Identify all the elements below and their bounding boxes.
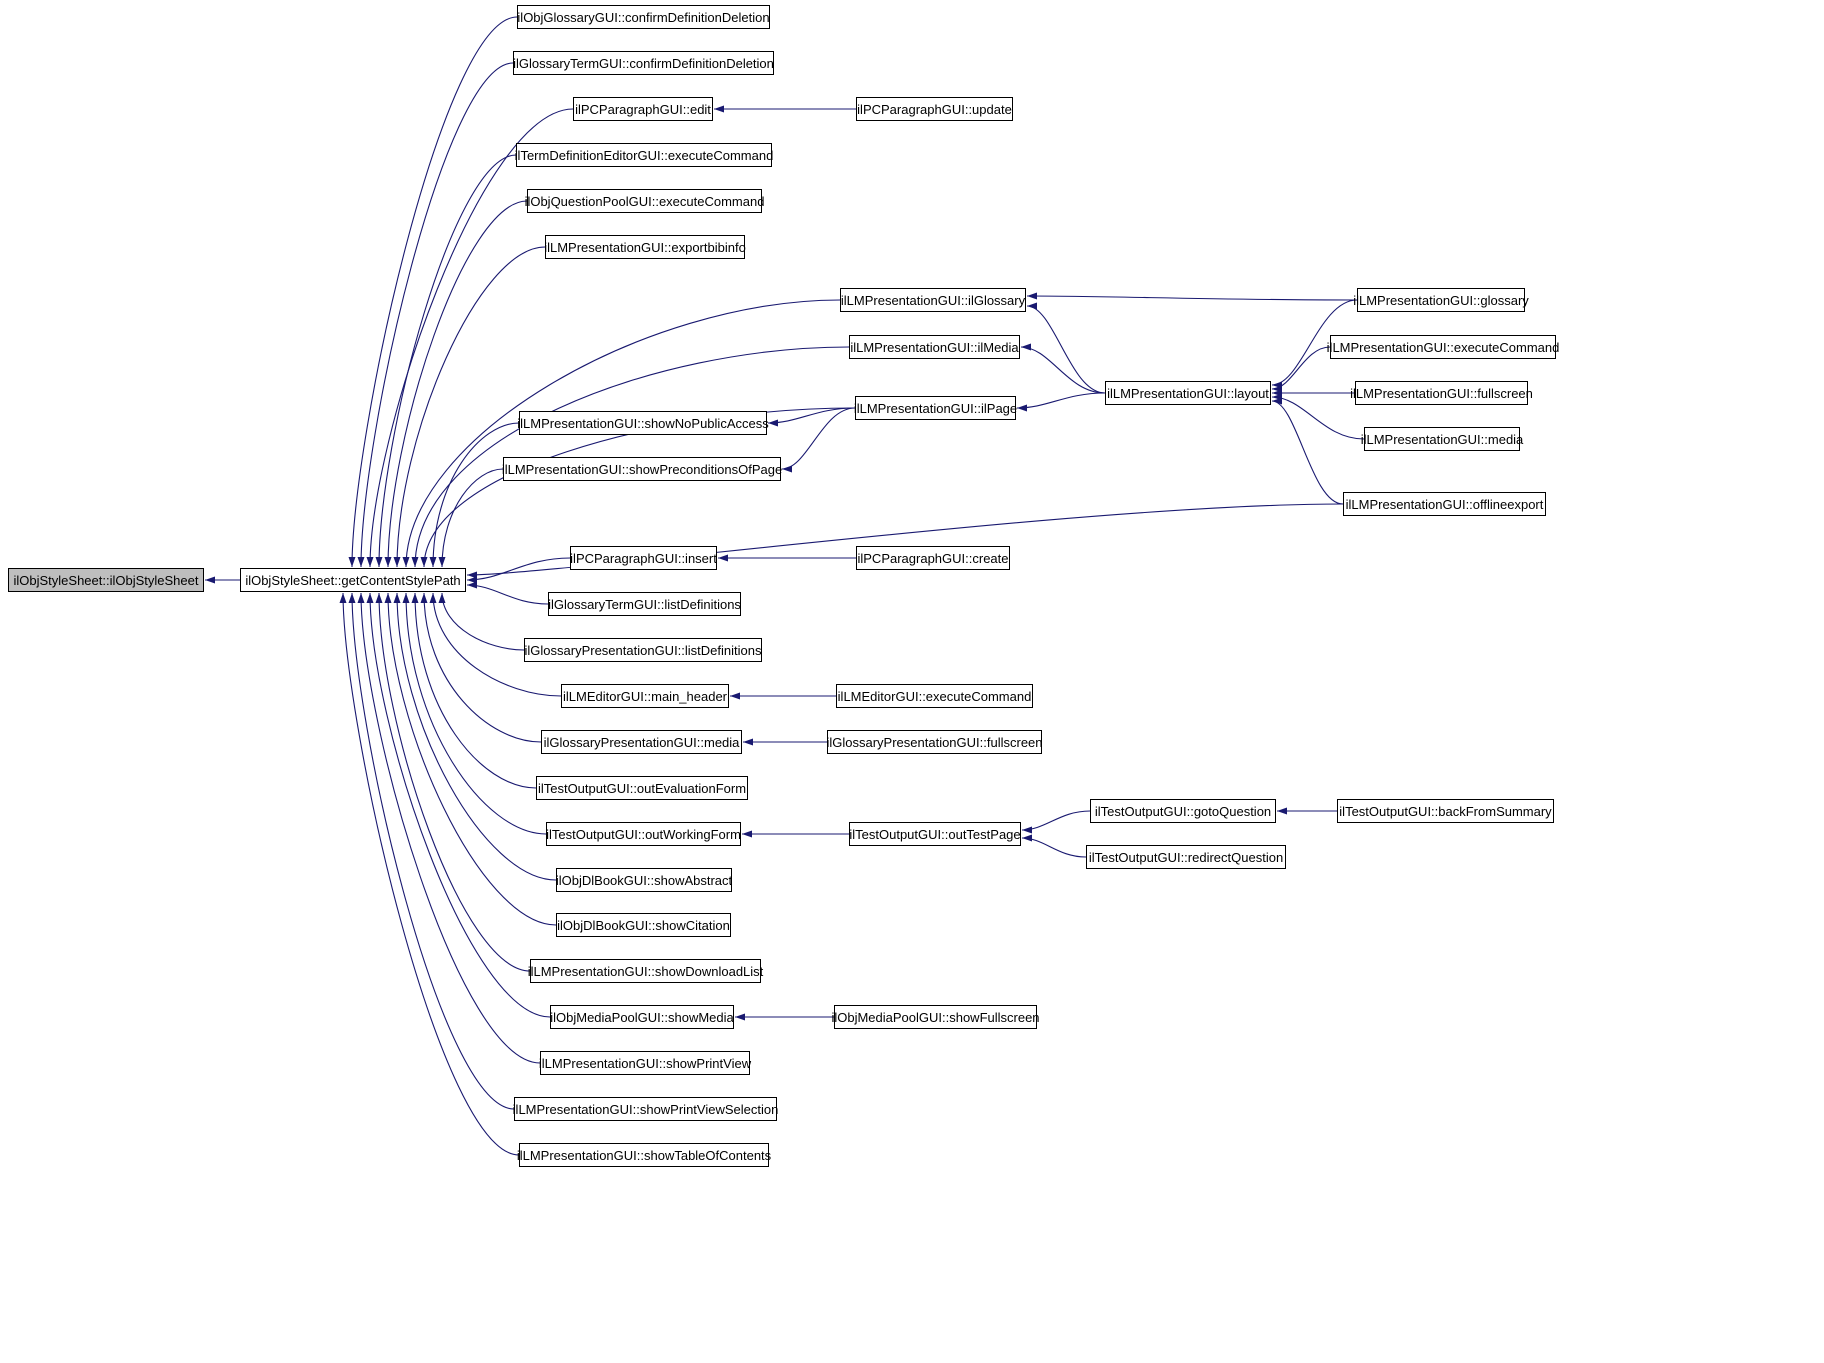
edge-mainHeader-to-getContentStylePath [429, 592, 562, 697]
node-objGlossConfirm[interactable]: ilObjGlossaryGUI::confirmDefinitionDelet… [517, 5, 770, 29]
node-glossPresMedia[interactable]: ilGlossaryPresentationGUI::media [541, 730, 742, 754]
edge-ilPage-to-showNoPublicAccess [767, 407, 856, 427]
node-ilMedia[interactable]: ilLMPresentationGUI::ilMedia [849, 335, 1020, 359]
node-glossTermListDef[interactable]: ilGlossaryTermGUI::listDefinitions [548, 592, 741, 616]
edge-showNoPublicAccess-to-getContentStylePath [429, 422, 520, 568]
node-pcInsert[interactable]: ilPCParagraphGUI::insert [570, 546, 717, 570]
node-glossTermConfirm[interactable]: ilGlossaryTermGUI::confirmDefinitionDele… [513, 51, 774, 75]
edge-qpoolExec-to-getContentStylePath [384, 200, 528, 568]
edge-termDefExec-to-getContentStylePath [375, 154, 517, 568]
node-outTestPage[interactable]: ilTestOutputGUI::outTestPage [849, 822, 1021, 846]
node-showFullscreen[interactable]: ilObjMediaPoolGUI::showFullscreen [831, 1005, 1040, 1029]
node-ilGlossary[interactable]: ilLMPresentationGUI::ilGlossary [840, 288, 1026, 312]
edge-ilPage-to-getContentStylePath [420, 407, 856, 568]
edge-glossPresMedia-to-getContentStylePath [420, 592, 542, 743]
edge-ilGlossary-to-getContentStylePath [402, 299, 841, 568]
node-showPreconditionsOfPage[interactable]: ilLMPresentationGUI::showPreconditionsOf… [502, 457, 782, 481]
edge-ilMedia-to-getContentStylePath [411, 346, 850, 568]
node-lmEditorExec[interactable]: ilLMEditorGUI::executeCommand [836, 684, 1033, 708]
edge-glossTermListDef-to-getContentStylePath [466, 581, 549, 605]
node-showTableOfContents[interactable]: ilLMPresentationGUI::showTableOfContents [517, 1143, 771, 1167]
node-showAbstract[interactable]: ilObjDlBookGUI::showAbstract [556, 868, 732, 892]
node-lmGlossary[interactable]: ilLMPresentationGUI::glossary [1353, 288, 1529, 312]
node-pcEdit[interactable]: ilPCParagraphGUI::edit [573, 97, 713, 121]
node-mainHeader[interactable]: ilLMEditorGUI::main_header [561, 684, 729, 708]
edge-glossTermConfirm-to-getContentStylePath [357, 62, 514, 568]
node-qpoolExec[interactable]: ilObjQuestionPoolGUI::executeCommand [525, 189, 764, 213]
edge-showPreconditionsOfPage-to-getContentStylePath [438, 468, 504, 568]
edge-outEvaluationForm-to-getContentStylePath [411, 592, 537, 789]
node-outWorkingForm[interactable]: ilTestOutputGUI::outWorkingForm [546, 822, 741, 846]
node-showMedia[interactable]: ilObjMediaPoolGUI::showMedia [550, 1005, 734, 1029]
node-gotoQuestion[interactable]: ilTestOutputGUI::gotoQuestion [1090, 799, 1276, 823]
edge-showPrintView-to-getContentStylePath [357, 592, 541, 1064]
edge-outWorkingForm-to-getContentStylePath [402, 592, 547, 835]
node-showCitation[interactable]: ilObjDlBookGUI::showCitation [556, 913, 731, 937]
node-redirectQuestion[interactable]: ilTestOutputGUI::redirectQuestion [1086, 845, 1286, 869]
edge-showPrintViewSelection-to-getContentStylePath [348, 592, 515, 1110]
node-lmMedia[interactable]: ilLMPresentationGUI::media [1361, 427, 1523, 451]
edge-layout-to-ilPage [1016, 392, 1106, 412]
edge-glossPresListDef-to-getContentStylePath [438, 592, 525, 651]
edge-layout-to-ilGlossary [1026, 302, 1106, 394]
edge-lmGlossary-to-layout [1271, 299, 1358, 389]
node-outEvaluationForm[interactable]: ilTestOutputGUI::outEvaluationForm [536, 776, 748, 800]
node-getContentStylePath[interactable]: ilObjStyleSheet::getContentStylePath [240, 568, 466, 592]
edge-objGlossConfirm-to-getContentStylePath [348, 16, 518, 568]
edge-exportbibinfo-to-getContentStylePath [393, 246, 546, 568]
node-showNoPublicAccess[interactable]: ilLMPresentationGUI::showNoPublicAccess [517, 411, 769, 435]
node-termDefExec[interactable]: ilTermDefinitionEditorGUI::executeComman… [515, 143, 773, 167]
edge-lmGlossary-to-ilGlossary [1026, 292, 1358, 301]
node-lmExec[interactable]: ilLMPresentationGUI::executeCommand [1327, 335, 1559, 359]
edge-redirectQuestion-to-outTestPage [1021, 834, 1087, 858]
edge-lmExec-to-layout [1271, 346, 1331, 393]
node-root: ilObjStyleSheet::ilObjStyleSheet [8, 568, 204, 592]
node-ilPage[interactable]: ilLMPresentationGUI::ilPage [854, 396, 1017, 420]
node-showPrintViewSelection[interactable]: ilLMPresentationGUI::showPrintViewSelect… [513, 1097, 778, 1121]
node-glossPresFullscreen[interactable]: ilGlossaryPresentationGUI::fullscreen [826, 730, 1043, 754]
edge-pcInsert-to-getContentStylePath [466, 557, 571, 584]
edge-showAbstract-to-getContentStylePath [393, 592, 557, 881]
edge-offlineexport-to-getContentStylePath [466, 503, 1344, 579]
edge-ilPage-to-showPreconditionsOfPage [781, 407, 856, 473]
edge-showMedia-to-getContentStylePath [366, 592, 551, 1018]
node-showPrintView[interactable]: ilLMPresentationGUI::showPrintView [539, 1051, 751, 1075]
edge-pcEdit-to-getContentStylePath [366, 108, 574, 568]
node-showDownloadList[interactable]: ilLMPresentationGUI::showDownloadList [528, 959, 763, 983]
node-glossPresListDef[interactable]: ilGlossaryPresentationGUI::listDefinitio… [524, 638, 762, 662]
node-exportbibinfo[interactable]: ilLMPresentationGUI::exportbibinfo [544, 235, 746, 259]
node-pcCreate[interactable]: ilPCParagraphGUI::create [856, 546, 1010, 570]
edge-layout-to-ilMedia [1020, 343, 1106, 394]
edge-gotoQuestion-to-outTestPage [1021, 810, 1091, 834]
edge-lmMedia-to-layout [1271, 393, 1365, 440]
node-layout[interactable]: ilLMPresentationGUI::layout [1105, 381, 1271, 405]
edge-showTableOfContents-to-getContentStylePath [339, 592, 520, 1156]
edge-showDownloadList-to-getContentStylePath [375, 592, 531, 972]
node-pcUpdate[interactable]: ilPCParagraphGUI::update [856, 97, 1013, 121]
edge-showCitation-to-getContentStylePath [384, 592, 557, 926]
node-backFromSummary[interactable]: ilTestOutputGUI::backFromSummary [1337, 799, 1554, 823]
edge-offlineexport-to-layout [1271, 397, 1344, 505]
node-lmFullscreen[interactable]: ilLMPresentationGUI::fullscreen [1350, 381, 1533, 405]
node-offlineexport[interactable]: ilLMPresentationGUI::offlineexport [1343, 492, 1546, 516]
